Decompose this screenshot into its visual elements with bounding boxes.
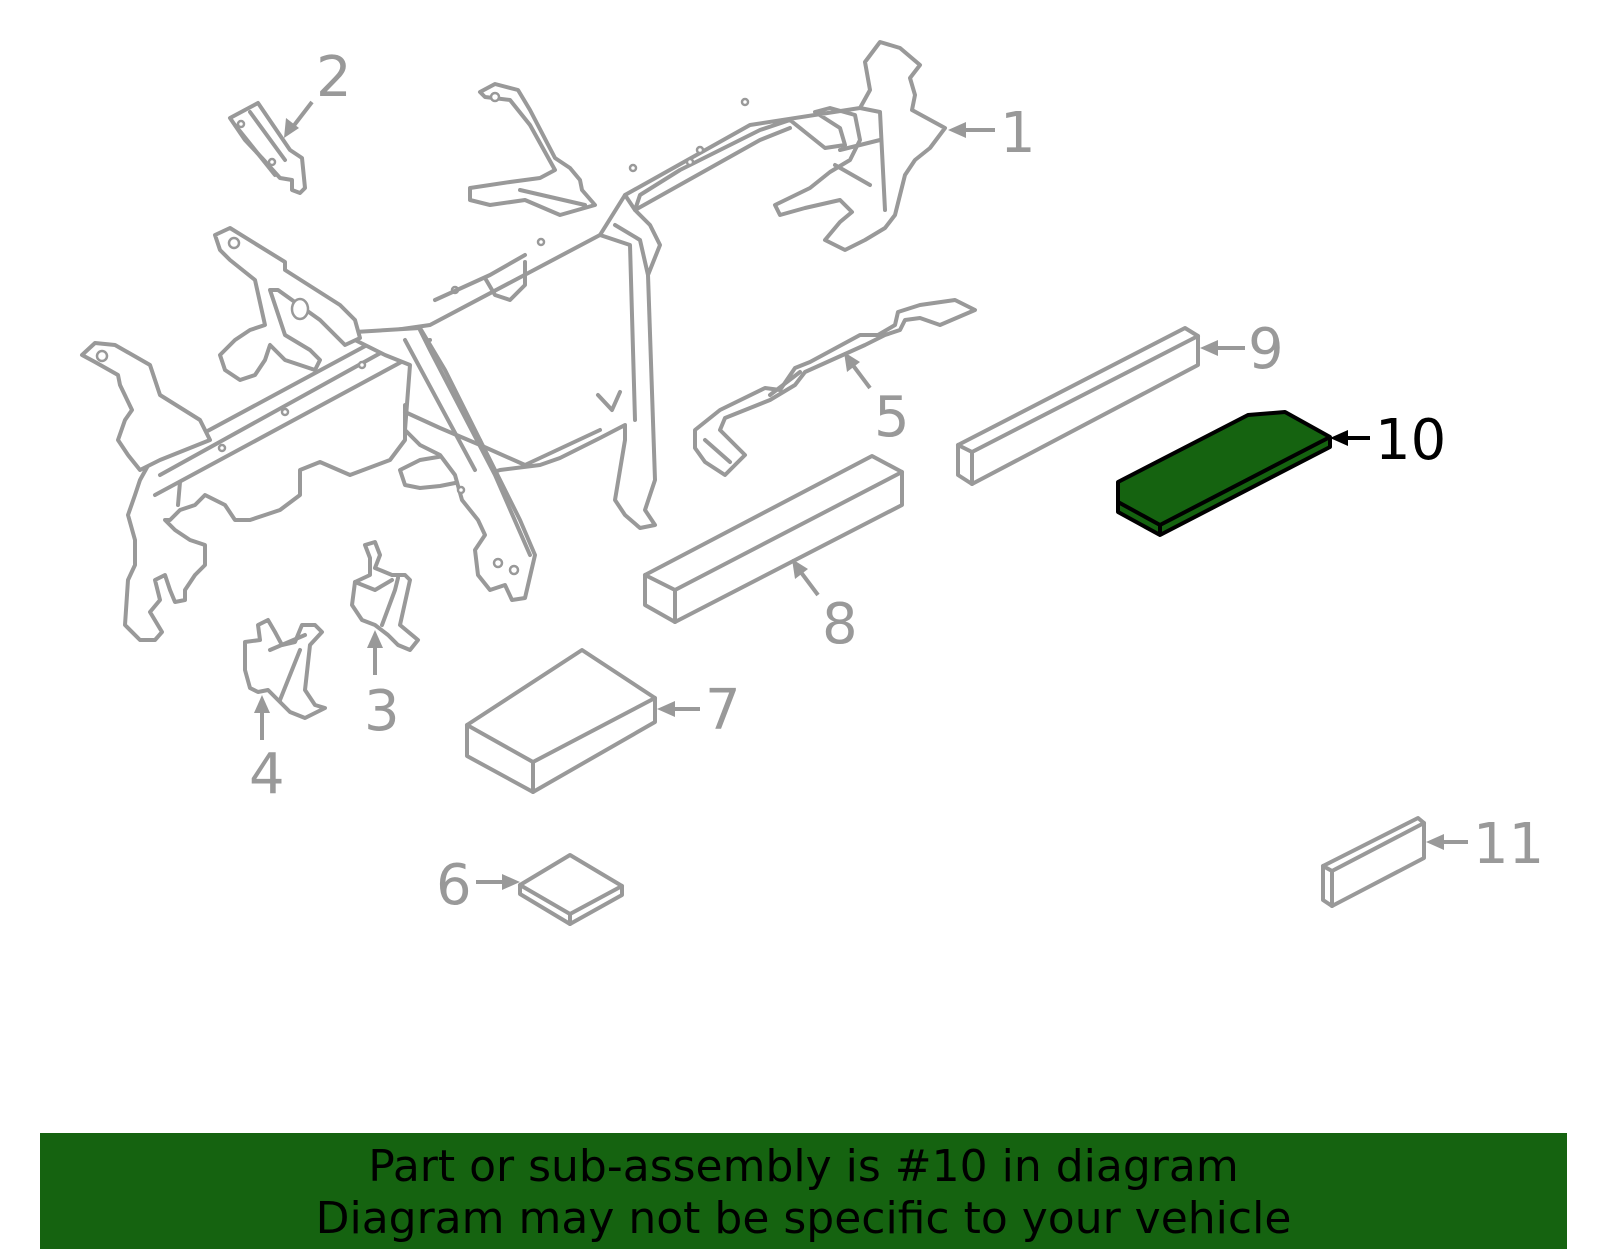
banner-line-2: Diagram may not be specific to your vehi… (315, 1193, 1292, 1244)
callout-5: 5 (874, 385, 910, 450)
callout-8: 8 (822, 592, 858, 657)
part-11-insulator[interactable] (1321, 816, 1426, 908)
callout-2: 2 (316, 45, 352, 110)
callout-7: 7 (705, 678, 741, 743)
callout-leaders (254, 100, 1468, 890)
callout-4: 4 (249, 742, 285, 807)
part-3-bracket[interactable] (350, 540, 420, 652)
callout-11: 11 (1473, 812, 1544, 877)
part-2-bracket[interactable] (228, 101, 307, 195)
callout-1: 1 (1000, 101, 1036, 166)
part-8-insulator[interactable] (643, 454, 904, 624)
part-7-pad[interactable] (465, 648, 657, 794)
part-1-crossmember[interactable] (80, 40, 947, 642)
part-9-insulator[interactable] (956, 326, 1200, 486)
part-4-bracket[interactable] (243, 618, 327, 720)
part-10-highlighted[interactable] (1116, 410, 1332, 537)
part-5-brace[interactable] (693, 298, 977, 477)
banner-line-1: Part or sub-assembly is #10 in diagram (368, 1141, 1239, 1192)
parts-diagram: 1 2 3 4 5 6 7 8 9 10 11 (80, 40, 1544, 926)
callout-10: 10 (1375, 408, 1446, 473)
callout-6: 6 (436, 853, 472, 918)
callout-3: 3 (364, 679, 400, 744)
callout-9: 9 (1248, 317, 1284, 382)
info-banner: Part or sub-assembly is #10 in diagram D… (40, 1133, 1567, 1249)
part-6-pad[interactable] (518, 853, 624, 926)
